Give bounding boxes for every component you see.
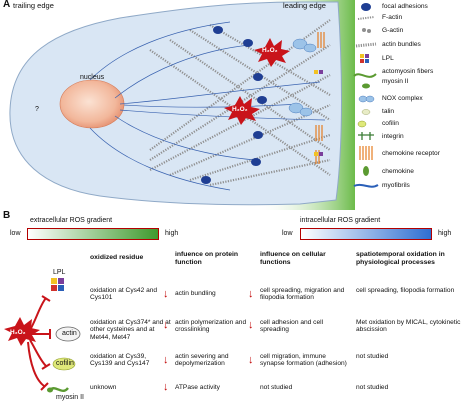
nucleus-label: nucleus	[80, 74, 105, 81]
legend-myosin: myosin II	[382, 78, 409, 85]
row2-arrow-cellular: ↓	[248, 319, 254, 331]
cell-diagram	[9, 0, 379, 210]
protein-actin-label: actin	[62, 330, 77, 337]
legend-f-actin: F-actin	[382, 14, 403, 21]
h2o2-label-2: H₂O₂	[232, 106, 248, 113]
row2-residue: oxidation at Cys374* and at other cystei…	[90, 319, 171, 341]
legend-cofilin: cofilin	[382, 120, 399, 127]
row4-protein-function: ATPase activity	[175, 384, 220, 391]
row3-cellular: cell migration, immune synapse formation…	[260, 353, 347, 368]
row4-residue: unknown	[90, 384, 117, 391]
extracellular-title: extracellular ROS gradient	[30, 217, 113, 224]
row1-arrow-cellular: ↓	[248, 288, 254, 300]
protein-lpl-label: LPL	[53, 269, 66, 276]
row2-cellular: cell adhesion and cell spreading	[260, 319, 324, 334]
row1-protein-function: actin bundling	[175, 290, 216, 297]
intracellular-low: low	[282, 230, 293, 237]
header-cellular: influence on cellular functions	[260, 251, 326, 266]
protein-cofilin-label: cofilin	[56, 360, 74, 367]
legend-focal-adhesions: focal adhesions	[382, 3, 428, 10]
header-spatiotemporal: spatiotemporal oxidation in physiologica…	[356, 251, 445, 266]
row2-arrow-protein: ↓	[163, 319, 169, 331]
row1-cellular: cell spreading, migration and filopodia …	[260, 287, 345, 302]
panel-a-label: A	[3, 0, 11, 10]
row4-cellular: not studied	[260, 384, 293, 391]
row2-protein-function: actin polymerization and crosslinking	[175, 319, 247, 334]
panel-b-label: B	[3, 210, 11, 221]
row2-spatiotemporal: Met oxidation by MICAL, cytokinetic absc…	[356, 319, 461, 334]
legend-nox: NOX complex	[382, 95, 423, 102]
lpl-markers	[314, 70, 323, 156]
cell-body	[9, 1, 342, 206]
legend-actin-bundles: actin bundles	[382, 41, 421, 48]
legend-actomyosin: actomyosin fibers	[382, 68, 434, 75]
protein-myosin-label: myosin II	[56, 394, 85, 401]
nox-complexes	[288, 38, 317, 117]
row3-protein-function: actin severing and depolymerization	[175, 353, 229, 368]
row3-residue: oxidation at Cys39, Cys139 and Cys147	[90, 353, 150, 368]
trailing-edge-label: trailing edge	[13, 1, 54, 10]
myofibrils	[89, 21, 326, 191]
extracellular-low: low	[10, 230, 21, 237]
row4-spatiotemporal: not studied	[356, 384, 389, 391]
h2o2-label-1: H₂O₂	[262, 47, 278, 54]
intracellular-title: intracellular ROS gradient	[300, 217, 381, 224]
protein-h2o2-label: H₂O₂	[10, 329, 26, 336]
header-residue: oxidized residue	[90, 254, 144, 261]
row1-arrow-protein: ↓	[163, 288, 169, 300]
intracellular-gradient-bar	[300, 228, 432, 240]
legend-chemokine-receptor: chemokine receptor	[382, 150, 440, 157]
header-protein-function: infuence on protein function	[175, 251, 239, 266]
intracellular-high: high	[438, 230, 452, 237]
unknown-marker: ?	[35, 106, 39, 113]
legend-myofibrils: myofibrils	[382, 182, 410, 189]
row1-residue: oxidation at Cys42 and Cys101	[90, 287, 158, 302]
legend-g-actin: G-actin	[382, 27, 404, 34]
legend-icons	[353, 3, 379, 188]
h2o2-burst-1	[254, 38, 290, 67]
nucleus	[59, 79, 125, 129]
legend-integrin: integrin	[382, 133, 404, 140]
row3-arrow-protein: ↓	[163, 354, 169, 366]
extracellular-gradient-bar	[27, 228, 159, 240]
row3-spatiotemporal: not studied	[356, 353, 389, 360]
protein-diagram	[4, 278, 81, 393]
extracellular-high: high	[165, 230, 179, 237]
h2o2-burst-2	[224, 96, 260, 125]
row1-spatiotemporal: cell spreading, filopodia formation	[356, 287, 455, 294]
focal-adhesions	[201, 26, 267, 184]
legend-talin: talin	[382, 108, 395, 115]
legend-chemokine: chemokine	[382, 168, 414, 175]
row4-arrow-protein: ↓	[163, 381, 169, 393]
leading-edge-label: leading edge	[283, 1, 326, 10]
row3-arrow-cellular: ↓	[248, 354, 254, 366]
legend-lpl: LPL	[382, 55, 394, 62]
